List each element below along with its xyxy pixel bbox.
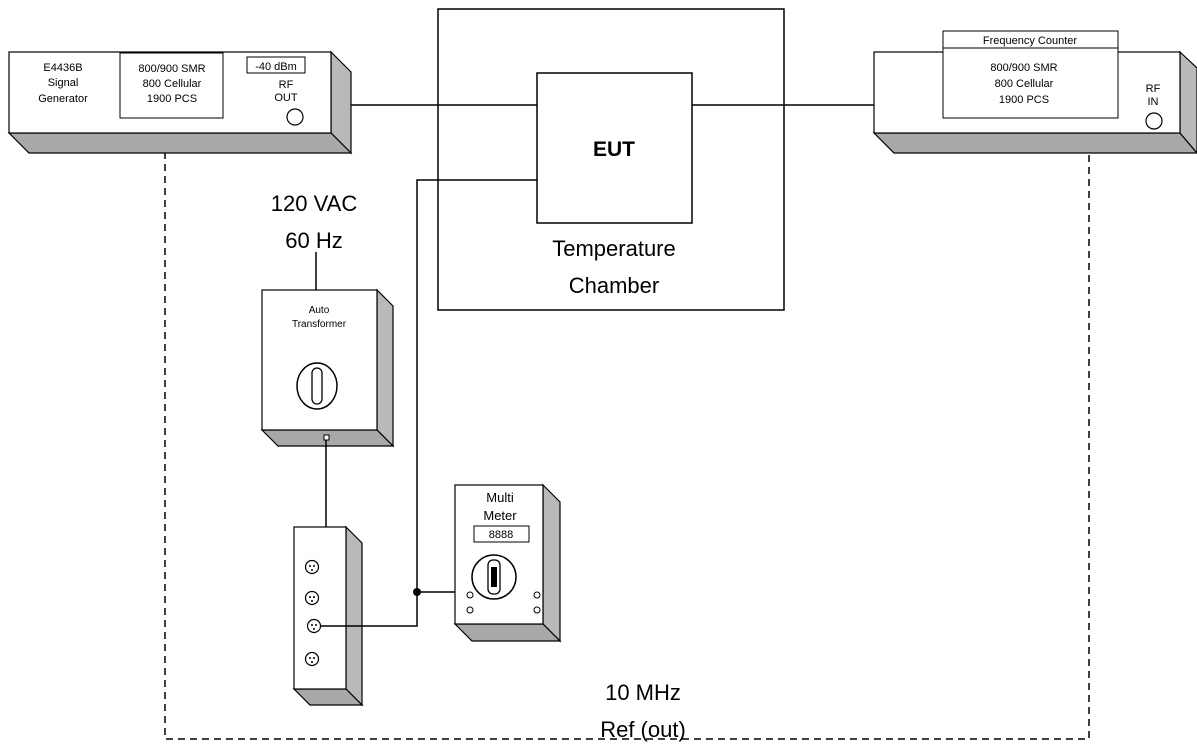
generator-level-text: -40 dBm xyxy=(255,61,297,73)
meter-jack xyxy=(466,591,474,599)
rf-in-label-line2: IN xyxy=(1148,96,1159,108)
power-label-line2: 60 Hz xyxy=(285,228,342,253)
meter-display-text: 8888 xyxy=(489,529,513,541)
rf-out-port xyxy=(286,108,304,126)
generator-band-3: 1900 PCS xyxy=(147,93,197,105)
counter-band-2: 800 Cellular xyxy=(995,78,1054,90)
frequency-counter xyxy=(872,30,1197,154)
generator-band-2: 800 Cellular xyxy=(143,78,202,90)
chamber-label-line2: Chamber xyxy=(569,273,659,298)
eut-power-cable xyxy=(320,179,537,627)
chamber-label-line1: Temperature xyxy=(552,236,676,261)
counter-band-1: 800/900 SMR xyxy=(990,62,1057,74)
counter-band-panel xyxy=(942,47,1119,119)
power-label-line1: 120 VAC xyxy=(271,191,358,216)
meter-jack xyxy=(466,606,474,614)
reference-label-line1: 10 MHz xyxy=(605,680,681,705)
meter-jack xyxy=(533,606,541,614)
generator-name-line1: E4436B xyxy=(43,62,82,74)
rf-out-label-line2: OUT xyxy=(274,92,298,104)
generator-name-line2: Signal xyxy=(48,77,79,89)
power-strip xyxy=(292,525,364,707)
meter-label-line1: Multi xyxy=(486,490,514,505)
rf-in-label-line1: RF xyxy=(1146,83,1161,95)
transformer-label-line1: Auto xyxy=(309,305,330,316)
outlet-icon xyxy=(304,559,320,575)
outlet-icon xyxy=(304,651,320,667)
transformer-output-jack xyxy=(323,434,330,441)
eut-box xyxy=(536,72,693,224)
rf-in-port xyxy=(1145,112,1163,130)
signal-generator xyxy=(7,50,353,155)
meter-jack xyxy=(533,591,541,599)
meter-label-line2: Meter xyxy=(483,508,517,523)
counter-title: Frequency Counter xyxy=(983,35,1077,47)
generator-level-display xyxy=(246,56,306,74)
multimeter xyxy=(453,483,562,643)
generator-band-1: 800/900 SMR xyxy=(138,63,205,75)
generator-name-line3: Generator xyxy=(38,93,88,105)
outlet-icon xyxy=(306,618,322,634)
generator-band-panel xyxy=(119,52,224,119)
rf-out-label-line1: RF xyxy=(279,79,294,91)
auto-transformer xyxy=(260,288,395,448)
counter-band-3: 1900 PCS xyxy=(999,94,1049,106)
junction-dot xyxy=(413,588,421,596)
meter-display-box xyxy=(473,525,530,543)
eut-label: EUT xyxy=(593,138,635,161)
reference-dashed-line xyxy=(164,152,1090,740)
outlet-icon xyxy=(304,590,320,606)
transformer-label-line2: Transformer xyxy=(292,319,347,330)
reference-label-line2: Ref (out) xyxy=(600,717,686,742)
